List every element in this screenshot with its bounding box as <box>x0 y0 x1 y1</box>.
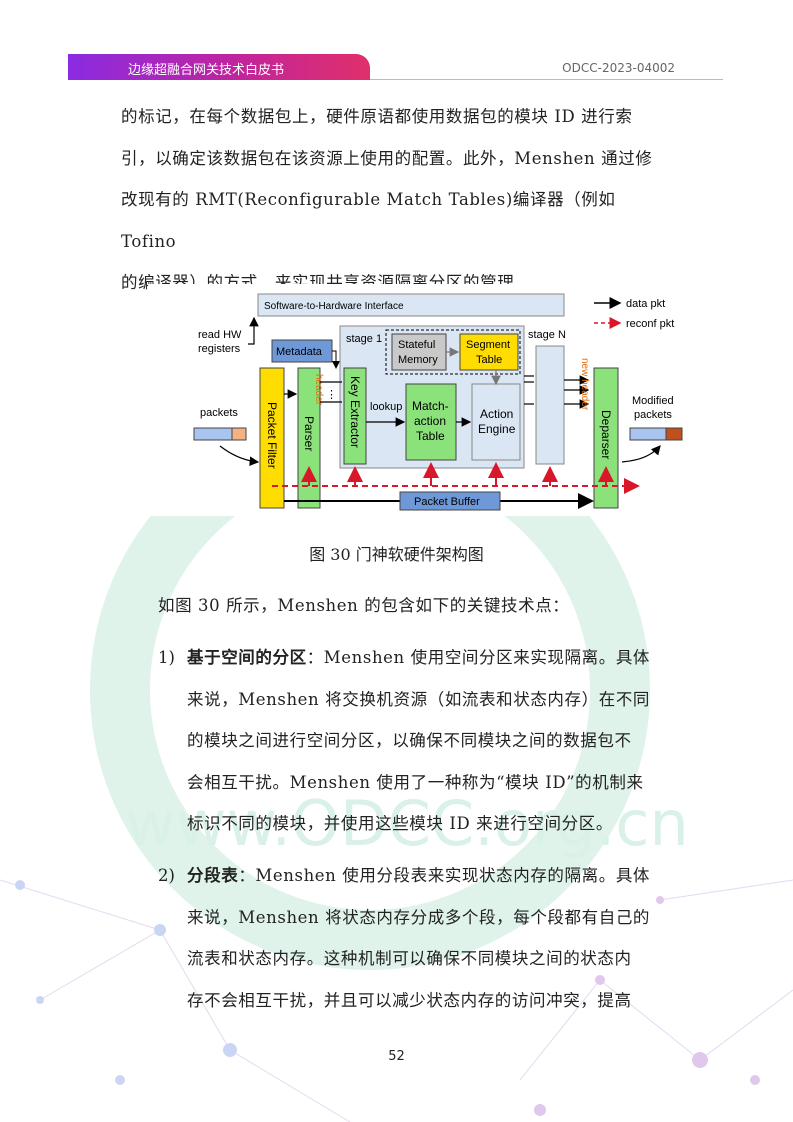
parser-label: Parser <box>302 416 316 451</box>
legend-reconf: reconf pkt <box>626 318 674 330</box>
legend-data: data pkt <box>626 298 665 310</box>
segment-label-1: Segment <box>466 339 510 351</box>
watermark-text: www.ODCC.org.cn <box>125 787 689 860</box>
stateful-label-1: Stateful <box>398 339 435 351</box>
modified-label-2: packets <box>634 409 672 421</box>
architecture-figure: Software-to-Hardware Interface data pkt … <box>148 284 704 516</box>
text-line: 流表和状态内存。这种机制可以确保不同模块之间的状态内 <box>187 949 632 968</box>
text-line: 会相互干扰。Menshen 使用了一种称为“模块 ID”的机制来 <box>187 772 644 792</box>
lead-paragraph: 如图 30 所示，Menshen 的包含如下的关键技术点： <box>158 596 570 615</box>
header-bar <box>68 54 370 80</box>
packet-buffer-box <box>399 491 501 511</box>
match-action-box <box>405 383 457 461</box>
text-line: ：Menshen 使用空间分区来实现隔离。具体 <box>306 648 651 667</box>
new-header-label: new header <box>579 358 590 411</box>
packet-filter-label: Packet Filter <box>265 402 279 469</box>
metadata-label: Metadata <box>276 346 323 358</box>
page-number: 52 <box>388 1049 405 1064</box>
read-hw-label: read HW <box>198 329 242 341</box>
deparser-label: Deparser <box>599 410 613 459</box>
stage1-label: stage 1 <box>346 333 382 345</box>
document-code: ODCC-2023-04002 <box>562 61 675 75</box>
action-label-1: Action <box>480 407 513 421</box>
packets-in-label: packets <box>200 407 238 419</box>
match-label-3: Table <box>416 429 445 443</box>
item-title: 基于空间的分区 <box>187 648 307 667</box>
text-line: 标识不同的模块，并使用这些模块 ID 来进行空间分区。 <box>187 814 613 833</box>
action-engine-box <box>471 383 521 461</box>
text-line: 来说，Menshen 将状态内存分成多个段，每个段都有自己的 <box>187 907 651 927</box>
svg-text:⋮: ⋮ <box>326 389 337 401</box>
text-line: 的模块之间进行空间分区，以确保不同模块之间的数据包不 <box>187 731 632 750</box>
modified-label-1: Modified <box>632 395 674 407</box>
header-title: 边缘超融合网关技术白皮书 <box>128 63 285 78</box>
packet-buffer-label: Packet Buffer <box>414 496 480 508</box>
key-extractor-label: Key Extractor <box>348 376 362 448</box>
text-line: 引，以确定该数据包在该资源上使用的配置。此外，Menshen 通过修 <box>121 148 653 168</box>
text-line: 来说，Menshen 将交换机资源（如流表和状态内存）在不同 <box>187 689 651 709</box>
action-label-2: Engine <box>478 422 516 436</box>
figure-caption: 图 30 门神软硬件架构图 <box>309 545 484 564</box>
header-label: header <box>313 374 324 406</box>
text-line: 改现有的 RMT(Reconfigurable Match Tables)编译器… <box>121 190 616 251</box>
packet-filter-box <box>259 367 285 509</box>
segment-table-box <box>459 333 519 371</box>
list-item: 基于空间的分区：Menshen 使用空间分区来实现隔离。具体 来说，Menshe… <box>187 637 677 845</box>
list-item: 分段表：Menshen 使用分段表来实现状态内存的隔离。具体 来说，Menshe… <box>187 855 677 1021</box>
text-line: ：Menshen 使用分段表来实现状态内存的隔离。具体 <box>238 866 651 885</box>
item-number: 1) <box>158 648 175 667</box>
interface-box <box>257 293 565 317</box>
match-label-1: Match- <box>412 399 449 413</box>
match-label-2: action <box>414 414 446 428</box>
stageN-label: stage N <box>528 329 566 341</box>
stateful-memory-box <box>391 333 447 371</box>
item-title: 分段表 <box>187 866 239 885</box>
key-extractor-box <box>343 367 367 465</box>
header-divider <box>370 79 723 80</box>
text-line: 存不会相互干扰，并且可以减少状态内存的访问冲突，提高 <box>187 990 632 1010</box>
text-line: 的标记，在每个数据包上，硬件原语都使用数据包的模块 ID 进行索 <box>121 107 633 126</box>
item-number: 2) <box>158 866 175 885</box>
lookup-label: lookup <box>370 401 402 413</box>
stageN-box <box>535 345 565 465</box>
stateful-label-2: Memory <box>398 354 438 366</box>
segment-label-2: Table <box>476 354 502 366</box>
intro-paragraph: 的标记，在每个数据包上，硬件原语都使用数据包的模块 ID 进行索 引，以确定该数… <box>121 96 676 304</box>
interface-label: Software-to-Hardware Interface <box>264 301 404 312</box>
registers-label: registers <box>198 343 241 355</box>
